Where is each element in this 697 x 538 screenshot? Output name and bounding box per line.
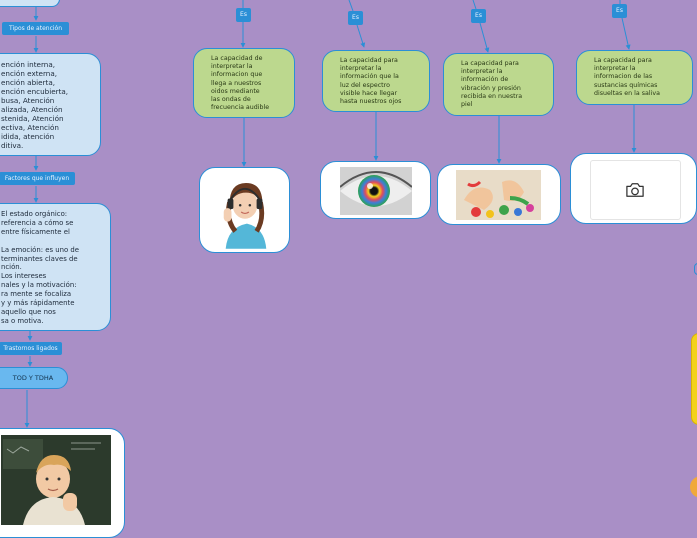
right-edge-orange-node[interactable] bbox=[690, 476, 697, 498]
image-placeholder bbox=[590, 160, 681, 220]
touch-image-card[interactable] bbox=[437, 164, 561, 225]
sight-description-node[interactable]: La capacidad para interpretar la informa… bbox=[322, 50, 430, 112]
child-classroom-image-card[interactable] bbox=[0, 428, 125, 538]
tod-tdha-node[interactable]: TOD Y TDHA bbox=[0, 367, 68, 389]
touch-description-node[interactable]: La capacidad para interpretar la informa… bbox=[443, 53, 554, 116]
tag-trastornos-ligados[interactable]: Trastornos ligados bbox=[0, 342, 62, 355]
tag-es-taste[interactable]: Es bbox=[612, 4, 627, 18]
sight-image-card[interactable] bbox=[320, 161, 431, 219]
girl-headphones-image bbox=[216, 175, 274, 249]
factores-node[interactable]: El estado orgánico: referencia a cómo se… bbox=[0, 203, 111, 331]
hearing-image-card[interactable] bbox=[199, 167, 290, 253]
hearing-description-node[interactable]: La capacidad de interpretar la informaci… bbox=[193, 48, 295, 118]
tag-es-sight[interactable]: Es bbox=[348, 11, 363, 25]
right-edge-yellow-node[interactable] bbox=[691, 333, 697, 425]
tag-es-touch[interactable]: Es bbox=[471, 9, 486, 23]
rainbow-eye-image bbox=[340, 167, 412, 215]
paint-hands-image bbox=[456, 170, 541, 220]
child-classroom-image bbox=[1, 435, 111, 525]
camera-icon bbox=[626, 183, 644, 197]
tag-tipos-de-atencion[interactable]: Tipos de atención bbox=[2, 22, 69, 35]
tag-es-hearing[interactable]: Es bbox=[236, 8, 251, 22]
taste-description-node[interactable]: La capacidad para interpretar la informa… bbox=[576, 50, 693, 105]
taste-image-card[interactable] bbox=[570, 153, 697, 224]
tipos-de-atencion-node[interactable]: ención interna, ención externa, ención a… bbox=[0, 53, 101, 156]
top-left-node-edge[interactable] bbox=[0, 0, 60, 7]
right-edge-small-dot bbox=[694, 263, 697, 275]
tag-factores-que-influyen[interactable]: Factores que influyen bbox=[0, 172, 75, 185]
